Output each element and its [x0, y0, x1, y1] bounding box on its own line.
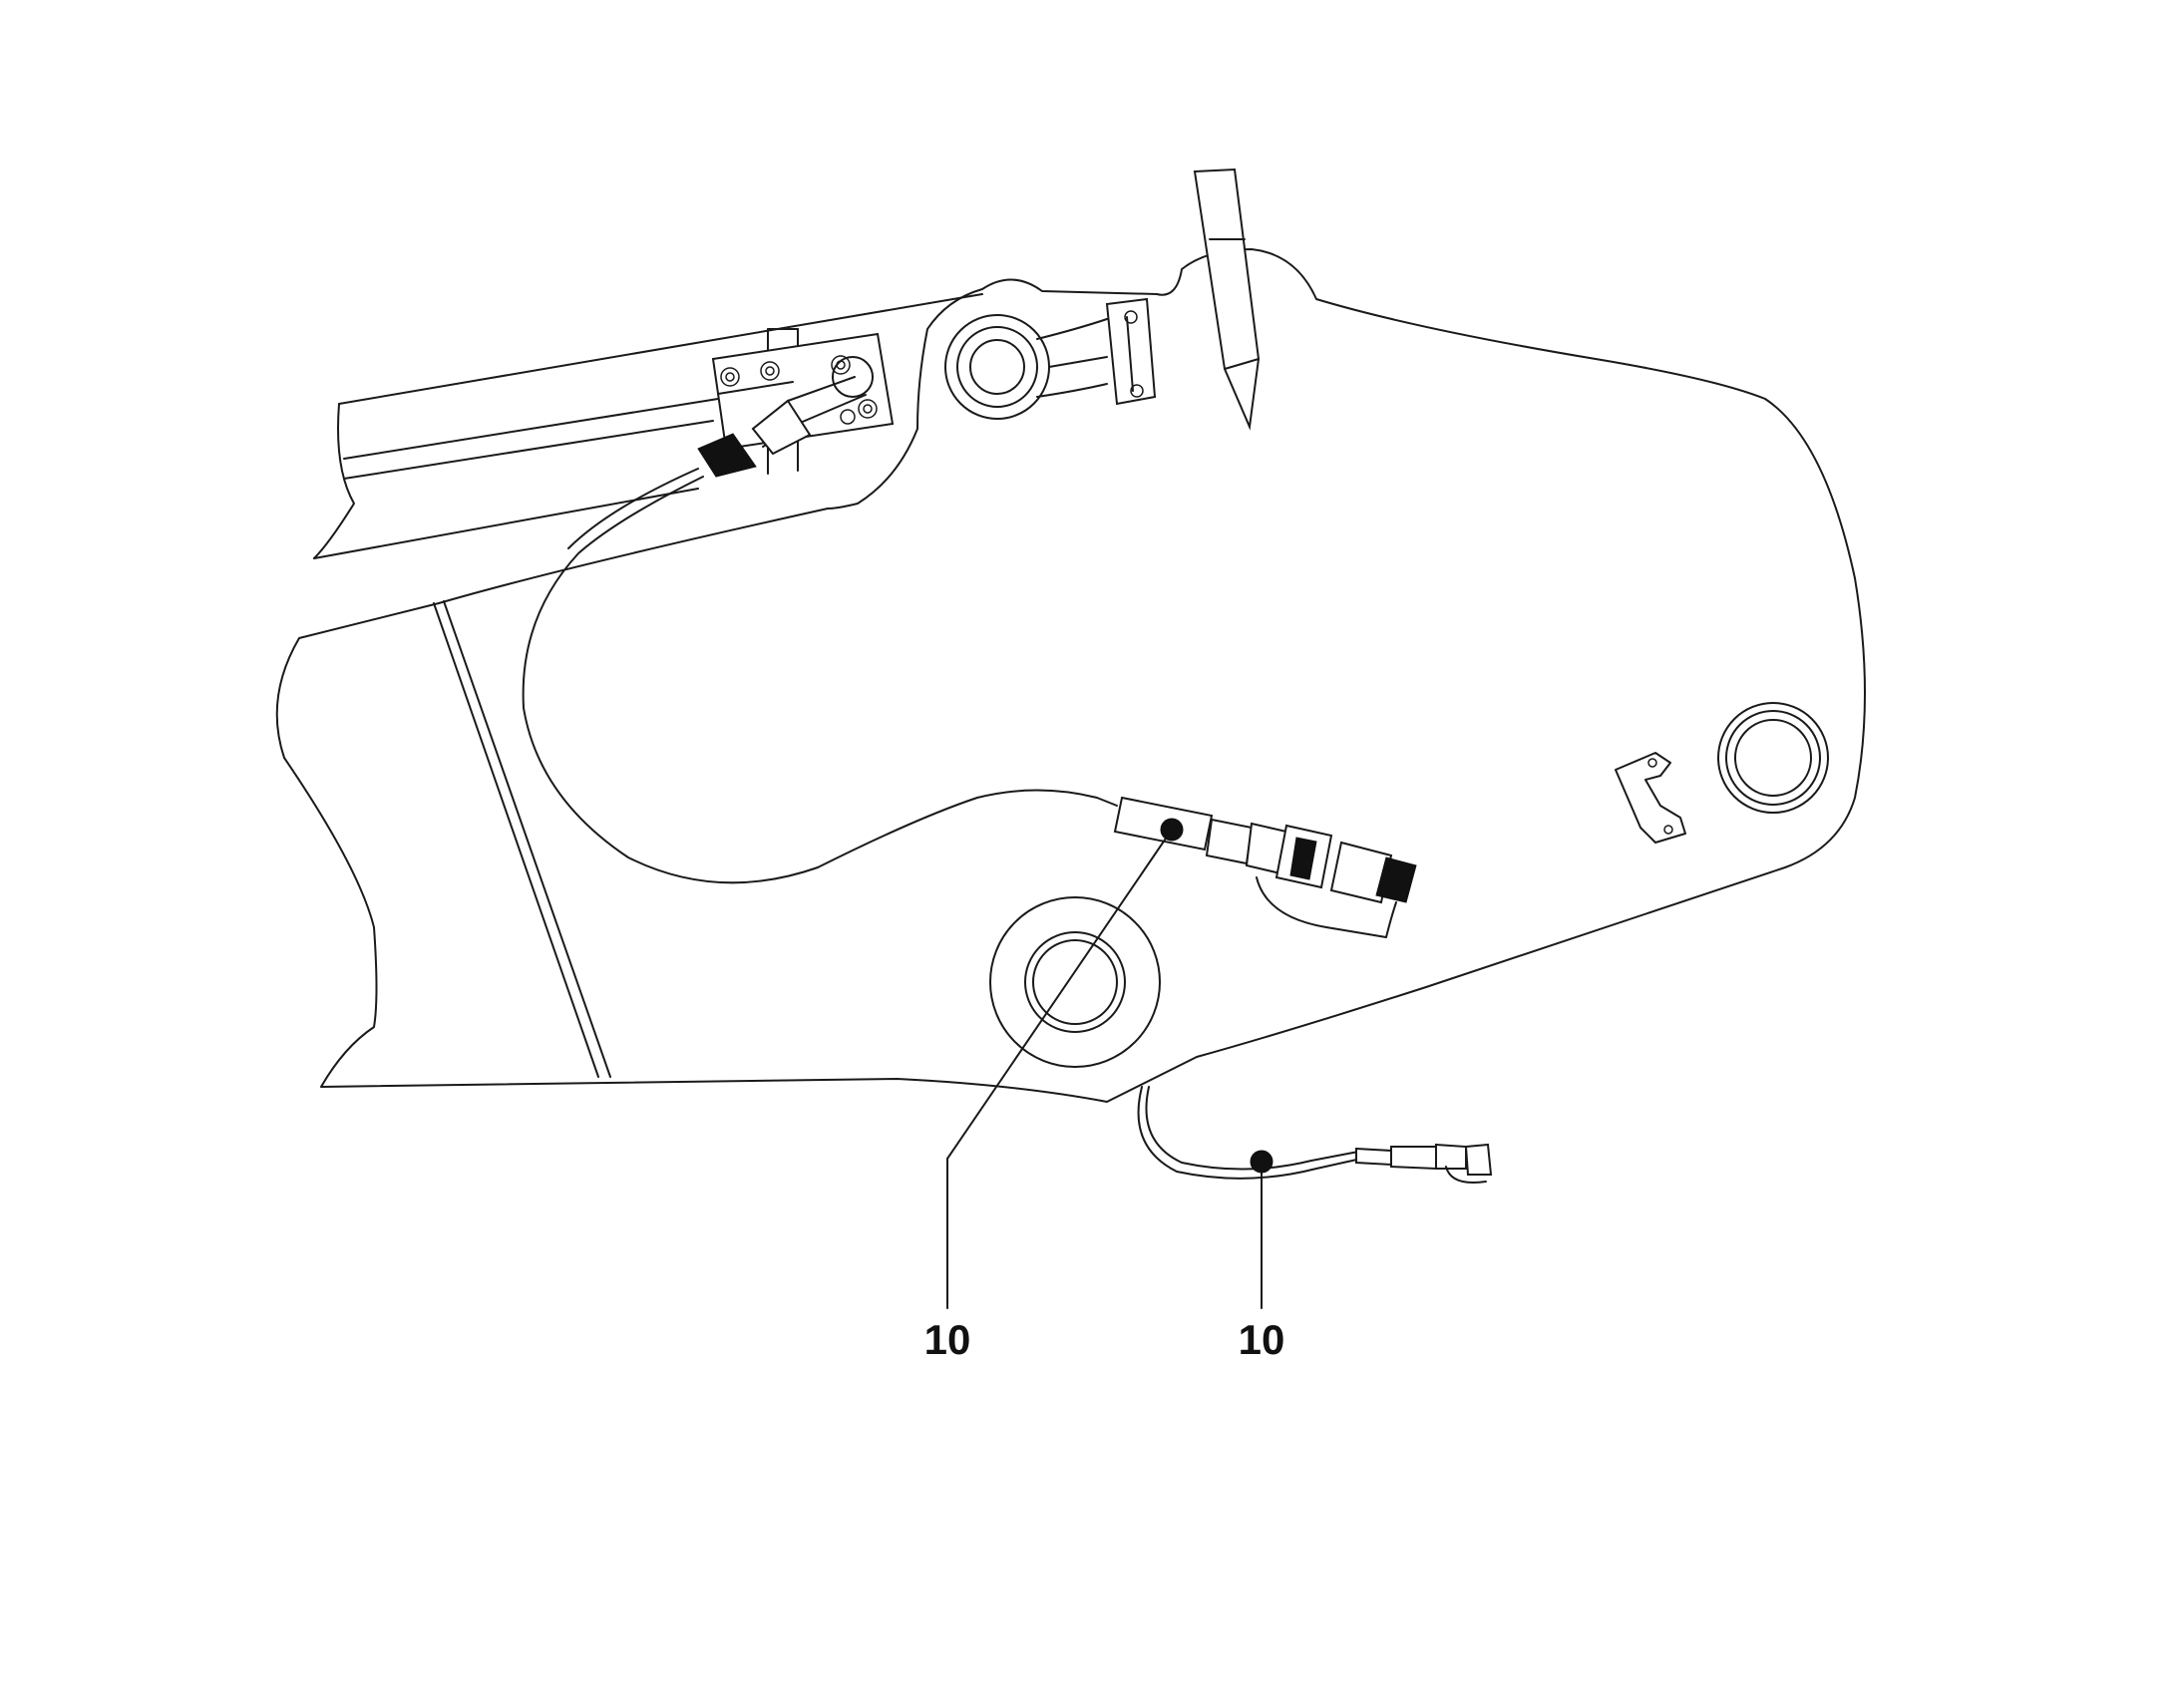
lower-pivot: [989, 896, 1161, 1068]
blade: [1193, 168, 1261, 431]
callout-label-1: 10: [924, 1316, 971, 1363]
clamp-block: [1105, 297, 1157, 406]
callout-leader-2: [1250, 1150, 1273, 1309]
callout-dot-1: [1160, 818, 1184, 842]
right-pivot: [1717, 702, 1829, 814]
c-bracket: [1615, 752, 1686, 844]
callout-leader-1: [946, 818, 1184, 1309]
callout-dot-2: [1250, 1150, 1273, 1174]
hose-fitting-block: [711, 332, 895, 451]
upper-pivot: [944, 314, 1108, 420]
callout-label-2: 10: [1239, 1316, 1285, 1363]
quick-connector: [1113, 796, 1417, 938]
main-plate: [275, 248, 1866, 1103]
lower-hose: [1137, 1086, 1493, 1184]
hose: [522, 376, 1118, 884]
